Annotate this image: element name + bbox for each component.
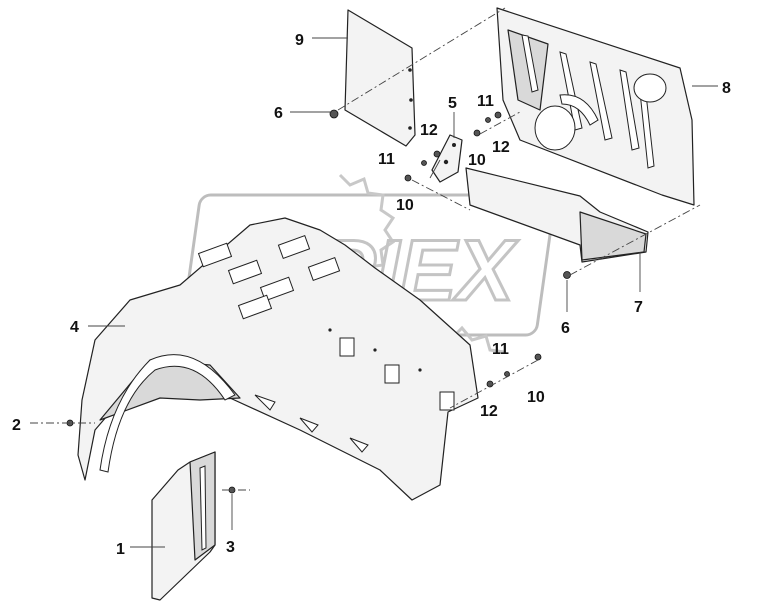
- callout-1: 1: [116, 541, 125, 558]
- fastener-11-b: [485, 117, 491, 123]
- fastener-10-b: [473, 129, 481, 137]
- part-7-panel: [465, 167, 649, 263]
- part-4-fender: [77, 217, 479, 501]
- callout-2: 2: [12, 417, 21, 434]
- fasteners: [66, 109, 571, 494]
- fastener-12-a: [433, 150, 441, 158]
- callout-8: 8: [722, 80, 731, 97]
- fastener-12-b: [494, 111, 502, 119]
- callout-11-b: 11: [477, 93, 494, 110]
- callout-12-a: 12: [420, 122, 438, 139]
- fastener-11-a: [421, 160, 427, 166]
- callout-6-upper: 6: [274, 105, 283, 122]
- part-1-mudflap: [151, 451, 216, 601]
- part-5-bracket: [431, 134, 463, 183]
- part-9-panel: [344, 9, 416, 147]
- fastener-10-a: [404, 174, 412, 182]
- fastener-6-lower: [563, 271, 571, 279]
- callout-9: 9: [295, 32, 304, 49]
- callout-5: 5: [448, 95, 457, 112]
- callout-10-a: 10: [396, 197, 414, 214]
- callout-6-lower: 6: [561, 320, 570, 337]
- leader-lines: [30, 7, 718, 548]
- fastener-6-upper: [329, 109, 339, 119]
- callout-11-c: 11: [492, 341, 509, 358]
- callout-12-b: 12: [492, 139, 510, 156]
- callout-12-c: 12: [480, 403, 498, 420]
- callout-labels: 9 6 5 11 8 12 12 11 10 10 7 6 4 11 10 12…: [12, 32, 731, 558]
- fastener-10-c: [534, 353, 542, 361]
- callout-3: 3: [226, 539, 235, 556]
- callout-7: 7: [634, 299, 643, 316]
- callout-11-a: 11: [378, 151, 395, 168]
- callout-10-b: 10: [468, 152, 486, 169]
- callout-4: 4: [70, 319, 79, 336]
- part-8-mudflap: [496, 7, 695, 206]
- callout-10-c: 10: [527, 389, 545, 406]
